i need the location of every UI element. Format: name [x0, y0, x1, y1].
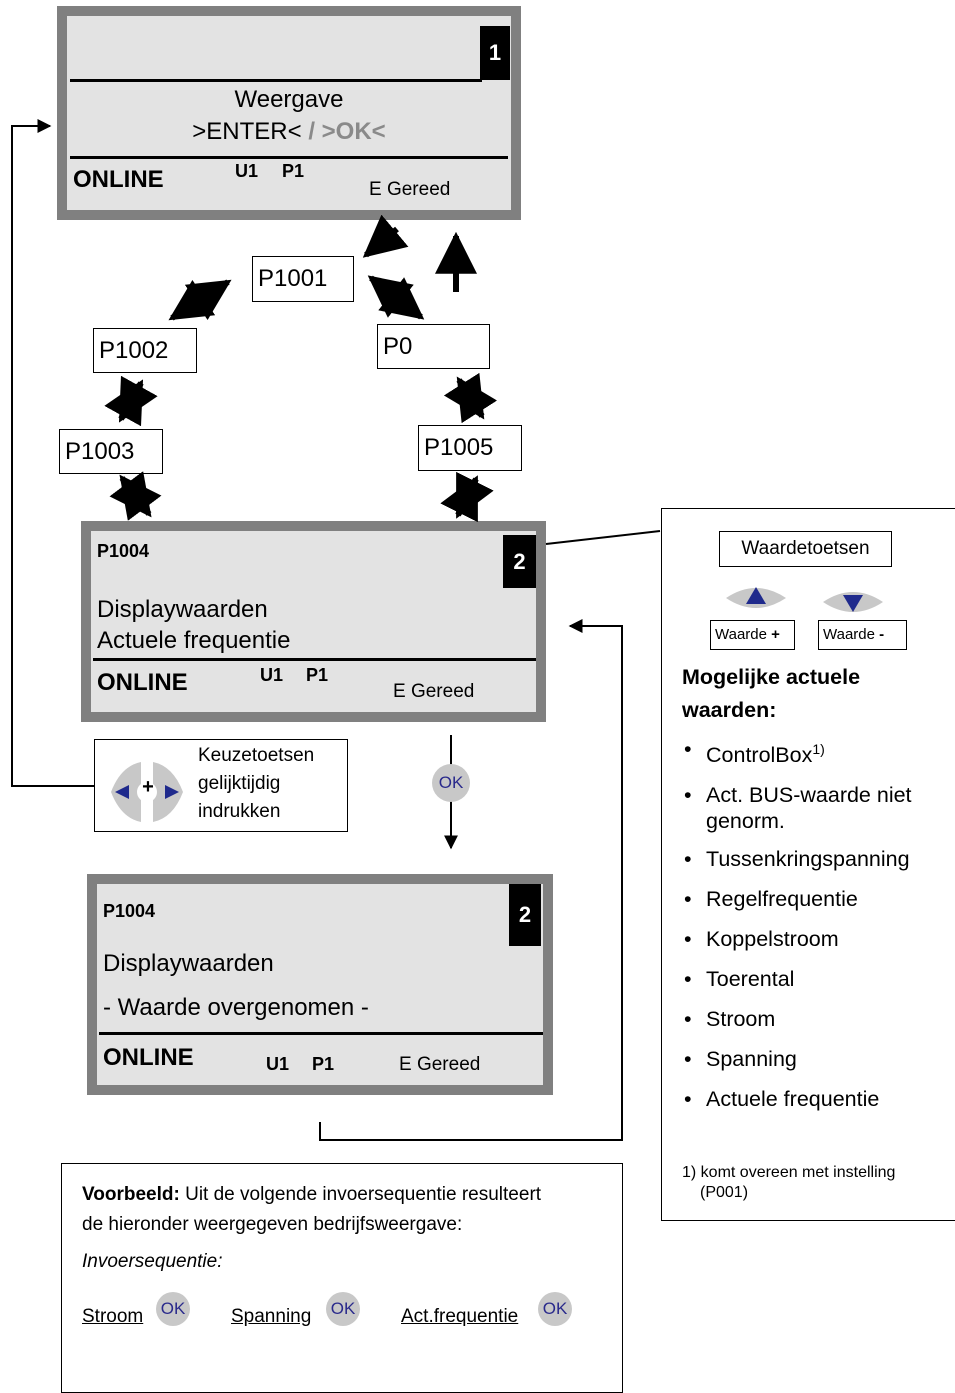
example-text-1: Voorbeeld: Uit de volgende invoersequent… — [82, 1184, 541, 1206]
select-keys-icon — [111, 762, 183, 822]
screen-1-u1: U1 — [235, 161, 259, 181]
example-text-part: Uit de volgende invoersequentie resultee… — [179, 1184, 542, 1205]
list-item: Stroom — [682, 1006, 912, 1032]
panel-connector-line — [545, 530, 661, 545]
value-down-key-icon — [823, 592, 883, 612]
screen-2-param: P1004 — [97, 541, 150, 561]
screen-2-p1: P1 — [306, 665, 329, 685]
example-text-2: de hieronder weergegeven bedrijfsweergav… — [82, 1214, 463, 1235]
screen-3-line2: - Waarde overgenomen - — [103, 994, 369, 1021]
value-minus-box: Waarde - — [818, 620, 907, 650]
screen-1-status-divider — [70, 156, 508, 159]
arrow-p1001-p0 — [367, 275, 425, 320]
display-screen-1: 1 Weergave >ENTER< / >OK< ONLINE U1 P1 E… — [57, 6, 521, 220]
screen-2-status-divider — [93, 658, 536, 661]
value-up-key-icon — [726, 587, 786, 608]
select-keys-box: + Keuzetoetsen gelijktijdig indrukken — [94, 739, 348, 832]
display-screen-2: P1004 2 Displaywaarden Actuele frequenti… — [81, 521, 546, 722]
arrow-p0-p1005 — [443, 372, 498, 424]
arrow-p1005-screen2 — [440, 471, 494, 523]
value-keys-title: Waardetoetsen — [741, 538, 870, 559]
value-minus-label: Waarde — [823, 626, 875, 643]
screen-2-line1: Displaywaarden — [97, 596, 268, 623]
screen-2-badge: 2 — [503, 535, 536, 588]
return-line-to-screen-1 — [11, 119, 94, 787]
screen-1-top-divider — [70, 79, 482, 82]
select-keys-plus: + — [142, 776, 154, 798]
screen-3-status-divider — [99, 1032, 543, 1035]
keys-line2: gelijktijdig — [198, 773, 281, 794]
screen-3-p1: P1 — [312, 1054, 335, 1074]
keys-line1: Keuzetoetsen — [198, 745, 315, 766]
screen-1-line1: Weergave — [234, 86, 344, 113]
ok-label-grey: / >OK< — [301, 118, 386, 145]
ok-button-icon: OK — [538, 1292, 572, 1326]
screen-1-p1: P1 — [282, 161, 305, 181]
param-p0: P0 — [377, 324, 490, 369]
example-label: Voorbeeld: — [82, 1184, 180, 1205]
param-p1005: P1005 — [418, 425, 522, 471]
param-p1002: P1002 — [93, 328, 197, 373]
ok-button-icon: OK — [326, 1292, 360, 1326]
list-item: ControlBox1) — [682, 736, 912, 768]
arrow-screen1-to-p1001 — [362, 214, 409, 258]
actual-values-list: ControlBox1) Act. BUS-waarde nietgenorm.… — [682, 736, 912, 1126]
list-item: Actuele frequentie — [682, 1086, 912, 1112]
param-p1003: P1003 — [59, 429, 163, 474]
list-item: Tussenkringspanning — [682, 846, 912, 872]
example-box — [61, 1163, 623, 1393]
value-minus-sign: - — [879, 626, 885, 643]
screen-2-u1: U1 — [260, 665, 284, 685]
screen-3-status: ONLINE — [103, 1044, 194, 1071]
screen-2-line2: Actuele frequentie — [97, 627, 291, 654]
panel-heading-2: waarden: — [682, 698, 777, 722]
screen-3-state: E Gereed — [399, 1054, 481, 1075]
screen-1-line2: >ENTER< / >OK< — [67, 118, 511, 146]
screen-3-u1: U1 — [266, 1054, 290, 1074]
example-step-3: Act.frequentie — [401, 1306, 519, 1327]
footnote-mark: 1) — [812, 741, 825, 757]
example-seq-label: Invoersequentie: — [82, 1251, 223, 1272]
screen-1-status: ONLINE — [73, 166, 164, 193]
screen-1-state: E Gereed — [369, 179, 451, 200]
keys-line3: indrukken — [198, 801, 281, 822]
display-screen-3: P1004 2 Displaywaarden - Waarde overgeno… — [87, 874, 553, 1095]
screen-2-state: E Gereed — [393, 681, 475, 702]
ok-button-icon: OK — [156, 1292, 190, 1326]
value-plus-box: Waarde + — [710, 620, 795, 650]
return-line-to-screen-2 — [319, 619, 623, 1141]
screen-1-badge: 1 — [480, 26, 510, 80]
arrow-p1001-p1002 — [168, 279, 232, 321]
list-item: Regelfrequentie — [682, 886, 912, 912]
screen-2-status: ONLINE — [97, 669, 188, 696]
panel-footnote-1: 1) komt overeen met instelling — [682, 1164, 896, 1181]
param-p1001: P1001 — [252, 256, 354, 302]
example-step-2: Spanning — [231, 1306, 312, 1327]
enter-label: >ENTER< — [192, 118, 302, 145]
ok-button-icon: OK — [432, 764, 470, 802]
arrow-p1002-p1003 — [104, 375, 158, 427]
value-keys-title-box: Waardetoetsen — [719, 531, 892, 567]
value-plus-sign: + — [771, 626, 780, 643]
value-plus-label: Waarde — [715, 626, 767, 643]
arrow-p1003-screen2 — [109, 471, 162, 521]
screen-3-param: P1004 — [103, 901, 156, 921]
example-step-1: Stroom — [82, 1306, 144, 1327]
screen-3-badge: 2 — [509, 884, 541, 946]
panel-footnote-2: (P001) — [700, 1184, 749, 1201]
list-item: Koppelstroom — [682, 926, 912, 952]
list-item: Spanning — [682, 1046, 912, 1072]
screen-3-line1: Displaywaarden — [103, 950, 274, 977]
list-item: Toerental — [682, 966, 912, 992]
panel-heading-1: Mogelijke actuele — [682, 665, 861, 689]
